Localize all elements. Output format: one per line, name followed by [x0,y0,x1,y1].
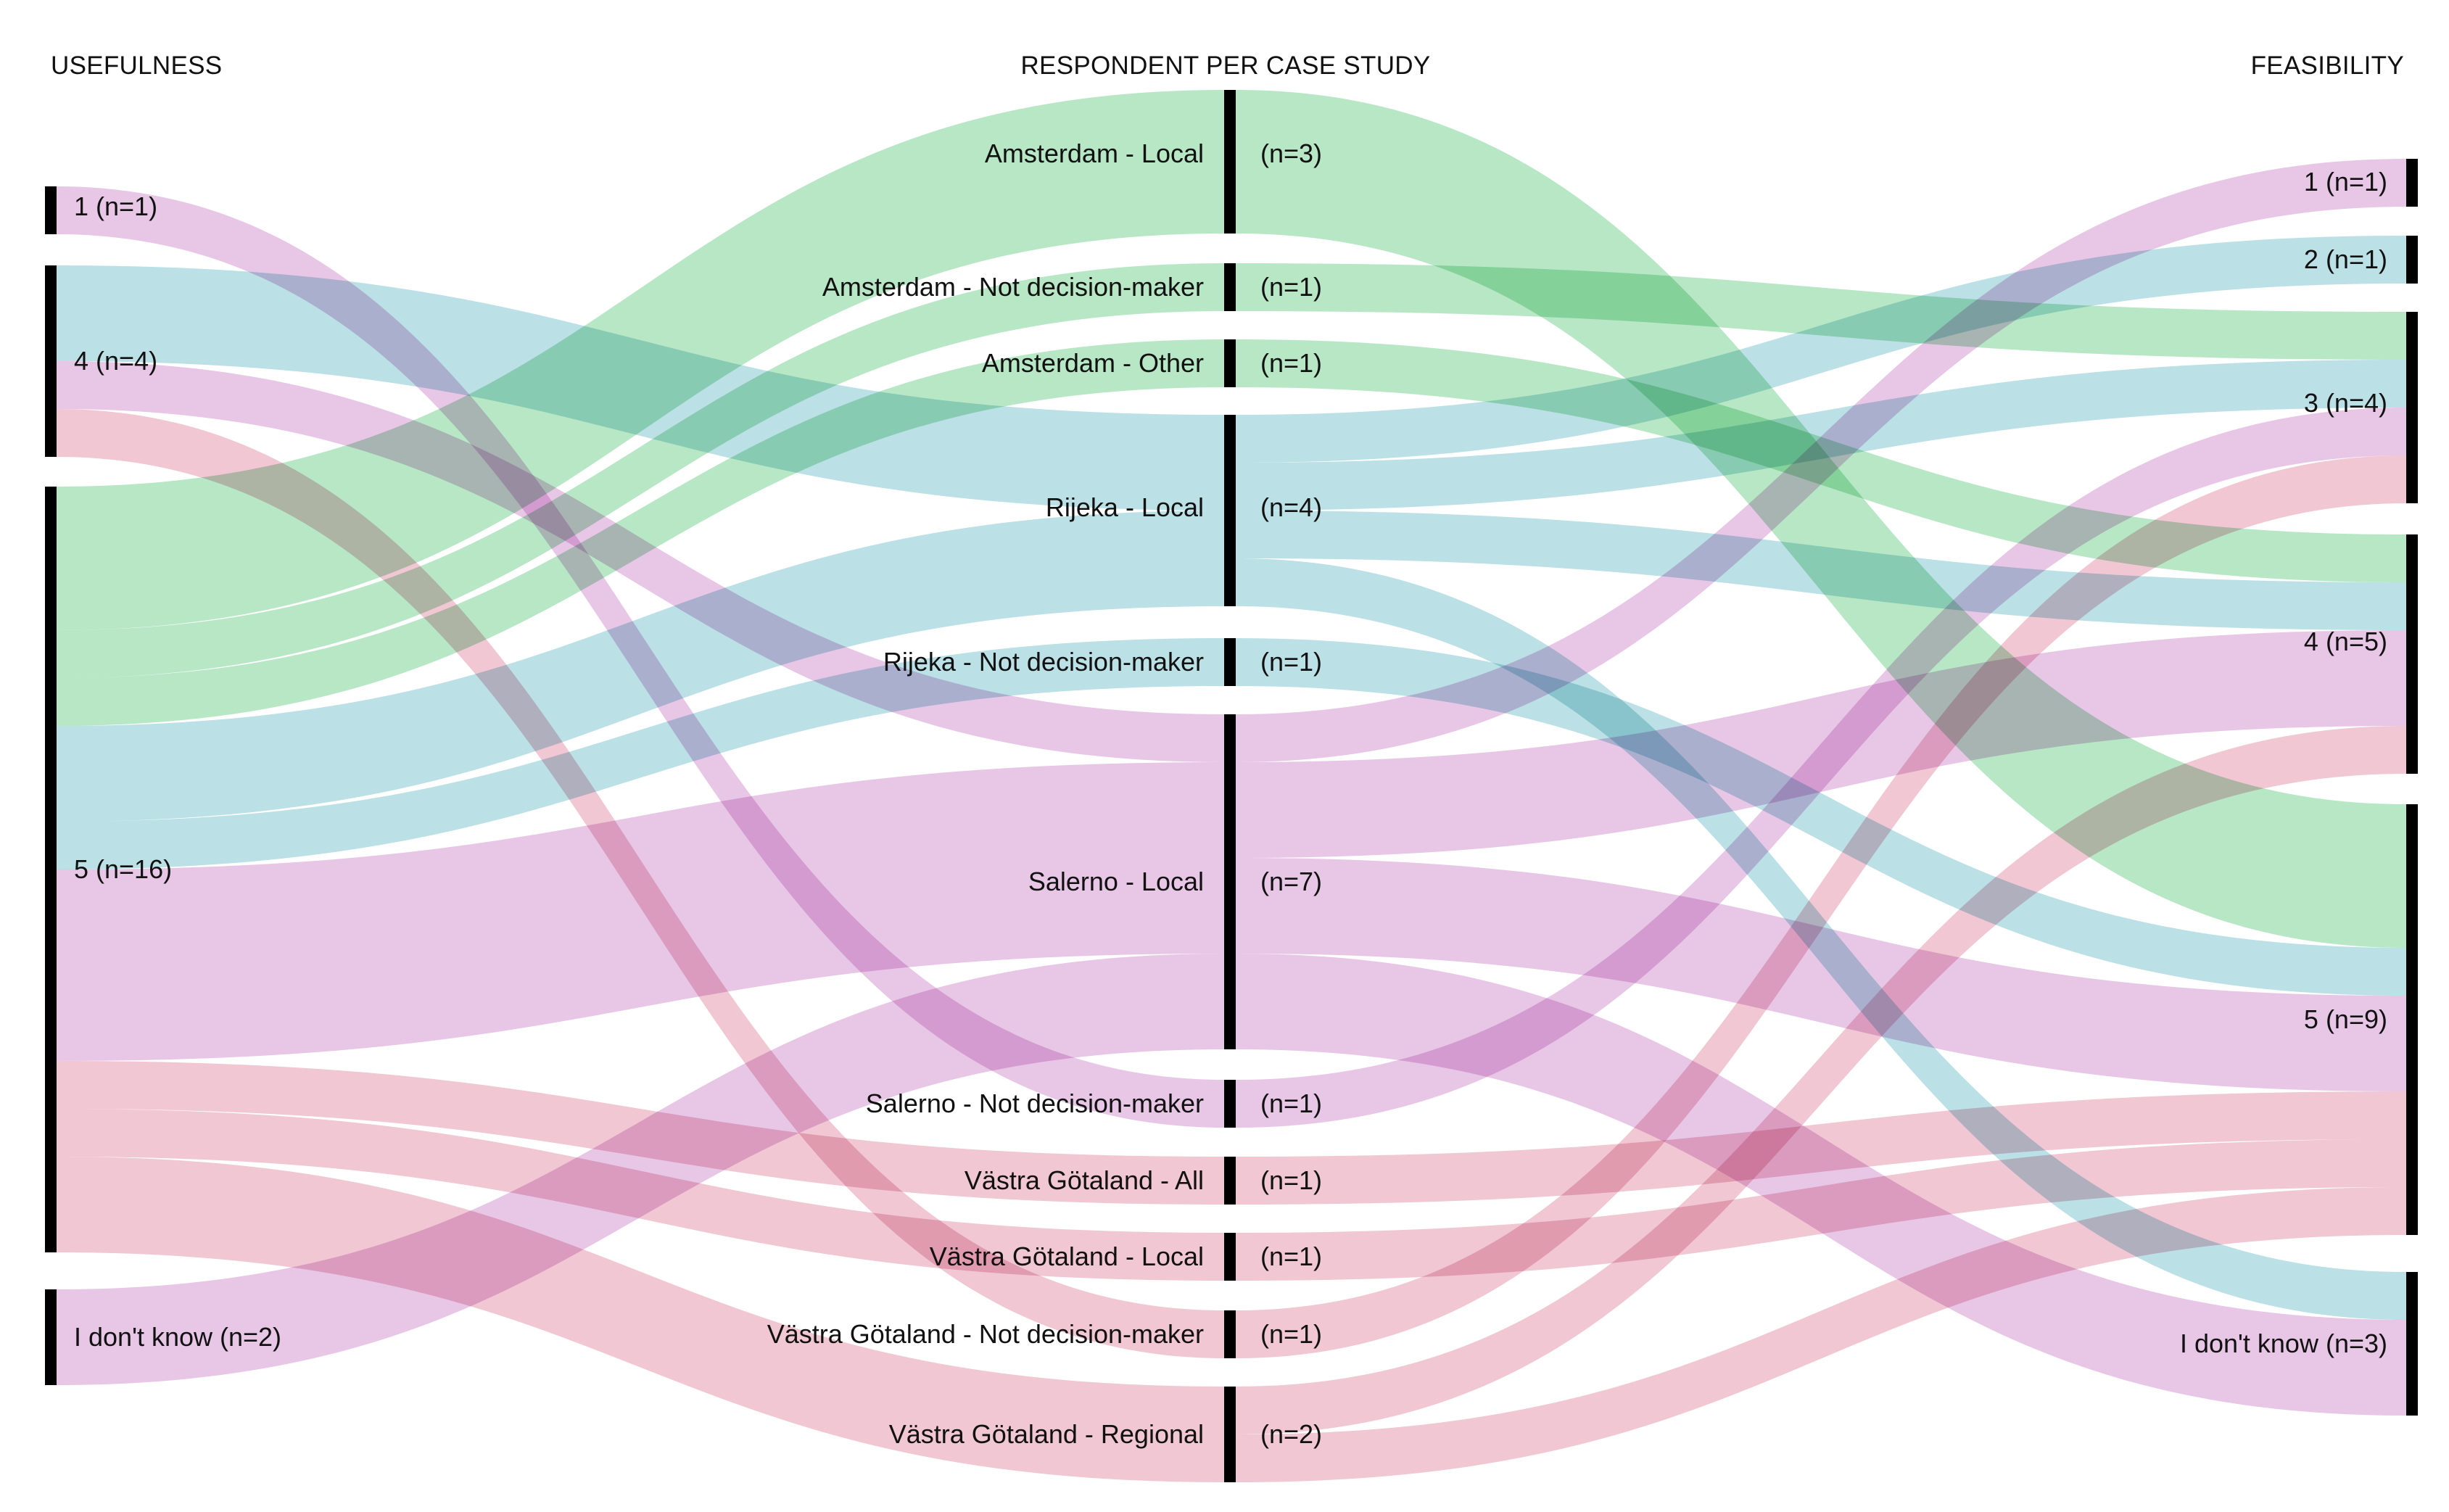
flow-u5-to-sa_local [57,762,1224,1061]
usefulness-node-u4 [45,265,57,457]
respondent-label-vg_ndm: Västra Götaland - Not decision-maker [767,1319,1204,1349]
usefulness-label-uid: I don't know (n=2) [74,1322,281,1352]
respondents-node-vg_all [1224,1157,1236,1205]
respondent-count-am_other: (n=1) [1260,348,1322,378]
labels-layer: USEFULNESS RESPONDENT PER CASE STUDY FEA… [51,51,2404,1449]
usefulness-node-u5 [45,487,57,1252]
feasibility-label-f1: 1 (n=1) [2304,167,2387,197]
respondents-node-sa_local [1224,714,1236,1049]
respondent-count-ri_local: (n=4) [1260,492,1322,522]
respondent-count-vg_ndm: (n=1) [1260,1319,1322,1349]
usefulness-node-uid [45,1289,57,1385]
feasibility-node-f2 [2406,236,2418,284]
respondent-count-sa_ndm: (n=1) [1260,1088,1322,1118]
nodes-layer [45,90,2418,1482]
flow-ri_local-to-f3 [1236,360,2406,511]
feasibility-node-f4 [2406,534,2418,774]
flow-u5-to-vg_reg [57,1157,1224,1482]
flow-u4-to-sa_local [57,361,1224,762]
flow-am_ndm-to-f3 [1236,263,2406,360]
flow-sa_local-to-f5 [1236,858,2406,1091]
respondent-count-vg_reg: (n=2) [1260,1419,1322,1449]
respondents-node-am_ndm [1224,263,1236,311]
feasibility-node-fid [2406,1272,2418,1416]
respondent-label-am_ndm: Amsterdam - Not decision-maker [822,272,1204,302]
feasibility-node-f1 [2406,159,2418,207]
respondent-label-am_local: Amsterdam - Local [985,139,1204,168]
respondent-label-vg_reg: Västra Götaland - Regional [889,1419,1204,1449]
usefulness-node-u1 [45,186,57,234]
feasibility-label-f3: 3 (n=4) [2304,388,2387,418]
flow-vg_ndm-to-f3 [1236,455,2406,1358]
respondents-node-ri_local [1224,415,1236,606]
flow-u5-to-am_ndm [57,263,1224,678]
feasibility-label-f5: 5 (n=9) [2304,1004,2387,1034]
flow-ri_local-to-f2 [1236,236,2406,463]
respondents-node-vg_ndm [1224,1310,1236,1358]
flow-u5-to-ri_ndm [57,638,1224,869]
flow-sa_ndm-to-f3 [1236,408,2406,1128]
flow-u5-to-ri_local [57,511,1224,822]
respondents-node-am_local [1224,90,1236,234]
respondent-count-vg_all: (n=1) [1260,1165,1322,1195]
respondent-label-ri_ndm: Rijeka - Not decision-maker [883,647,1204,677]
respondent-count-sa_local: (n=7) [1260,867,1322,896]
flow-uid-to-sa_local [57,954,1224,1385]
respondents-node-sa_ndm [1224,1080,1236,1128]
flow-u5-to-am_other [57,339,1224,726]
usefulness-label-u4: 4 (n=4) [74,346,157,376]
feasibility-label-fid: I don't know (n=3) [2180,1329,2387,1358]
respondent-label-vg_all: Västra Götaland - All [965,1165,1204,1195]
flow-sa_local-to-fid [1236,954,2406,1416]
flow-u5-to-am_local [57,90,1224,630]
flow-ri_local-to-f4 [1236,511,2406,630]
respondent-count-ri_ndm: (n=1) [1260,647,1322,677]
flow-sa_local-to-f1 [1236,159,2406,762]
flow-vg_reg-to-f5 [1236,1187,2406,1482]
respondents-node-am_other [1224,339,1236,387]
feasibility-node-f5 [2406,804,2418,1235]
respondent-count-am_local: (n=3) [1260,139,1322,168]
respondents-node-vg_reg [1224,1387,1236,1482]
respondent-label-sa_ndm: Salerno - Not decision-maker [866,1088,1204,1118]
flow-vg_all-to-f5 [1236,1091,2406,1205]
flow-ri_ndm-to-f5 [1236,638,2406,996]
feasibility-node-f3 [2406,312,2418,503]
respondent-header: RESPONDENT PER CASE STUDY [1020,51,1430,80]
feasibility-label-f2: 2 (n=1) [2304,244,2387,274]
feasibility-header: FEASIBILITY [2251,51,2404,80]
respondents-node-ri_ndm [1224,638,1236,686]
respondent-count-am_ndm: (n=1) [1260,272,1322,302]
respondent-count-vg_local: (n=1) [1260,1242,1322,1271]
flow-vg_reg-to-f4 [1236,726,2406,1434]
feasibility-label-f4: 4 (n=5) [2304,627,2387,656]
respondent-label-am_other: Amsterdam - Other [982,348,1204,378]
usefulness-header: USEFULNESS [51,51,222,80]
respondent-label-ri_local: Rijeka - Local [1046,492,1204,522]
respondents-node-vg_local [1224,1233,1236,1281]
usefulness-label-u1: 1 (n=1) [74,191,157,221]
usefulness-label-u5: 5 (n=16) [74,854,172,884]
flows-layer [57,90,2406,1482]
respondent-label-sa_local: Salerno - Local [1028,867,1204,896]
respondent-label-vg_local: Västra Götaland - Local [930,1242,1204,1271]
